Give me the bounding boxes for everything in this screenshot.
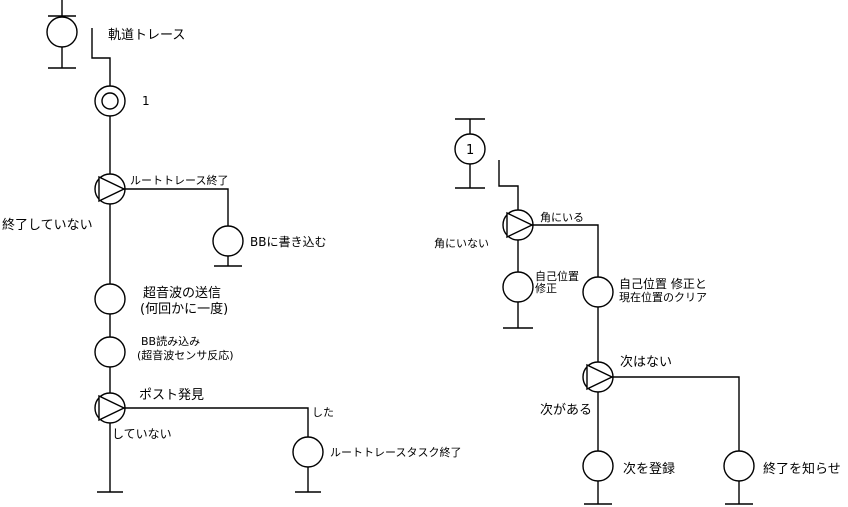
corner-decision-arrow [506, 211, 534, 239]
trunk-bend [91, 28, 111, 86]
decision2-no-label: していない [112, 427, 172, 441]
bb-write-label: BBに書き込む [250, 235, 326, 249]
bb-read-node [94, 336, 126, 368]
next-decision-arrow [586, 363, 614, 391]
right-trunk-bend [498, 160, 519, 210]
decision2-branch [124, 407, 309, 437]
self-pos-label-2: 修正 [535, 281, 557, 295]
corner-no-label: 角にいない [434, 237, 489, 250]
next-none-branch [612, 376, 740, 451]
self-pos-clear-label-2: 現在位置のクリア [619, 290, 707, 304]
ultrasonic-label-2: (何回かに一度) [140, 301, 228, 317]
register-next-label: 次を登録 [623, 461, 675, 477]
decision1-yes-label: ルートトレース終了 [130, 173, 228, 187]
register-next-node [582, 450, 614, 482]
decision2-arrow [98, 394, 126, 422]
decision2-yes-label: した [312, 406, 334, 419]
next-none-label: 次はない [620, 354, 672, 370]
ultrasonic-node [94, 283, 126, 315]
decision1-arrow [98, 175, 126, 203]
bb-read-label-2: (超音波センサ反応) [137, 348, 234, 362]
self-pos-node [502, 271, 534, 303]
bb-write-node [212, 225, 244, 257]
left-flow: 軌道トレース 1 ルートトレース終了 終了していない BBに書き込む 超音波の送… [2, 0, 461, 493]
ultrasonic-label-1: 超音波の送信 [143, 285, 221, 301]
end-task-label: ルートトレースタスク終了 [330, 445, 461, 459]
notify-end-node [723, 450, 755, 482]
notify-end-label: 終了を知らせ [763, 461, 841, 477]
bb-read-label-1: BB読み込み [141, 334, 200, 348]
right-flow: 1 角にいる 角にいない 自己位置 修正 自己位置 修正と 現在位置のクリア 次… [434, 118, 841, 505]
self-pos-label-1: 自己位置 [535, 269, 579, 283]
start-connector-inner [101, 92, 119, 110]
self-pos-clear-label-1: 自己位置 修正と [619, 276, 707, 291]
decision2-label: ポスト発見 [139, 388, 204, 403]
flow-title: 軌道トレース [108, 27, 185, 43]
decision1-branch [124, 188, 229, 226]
corner-yes-label: 角にいる [540, 211, 584, 224]
connector-number: 1 [466, 143, 474, 158]
decision1-no-label: 終了していない [2, 217, 93, 233]
end-task-node [292, 436, 324, 468]
self-pos-clear-node [582, 276, 614, 308]
next-exists-label: 次がある [540, 402, 592, 418]
corner-yes-branch [532, 224, 599, 277]
start-number: 1 [142, 94, 150, 108]
start-node [46, 16, 78, 48]
